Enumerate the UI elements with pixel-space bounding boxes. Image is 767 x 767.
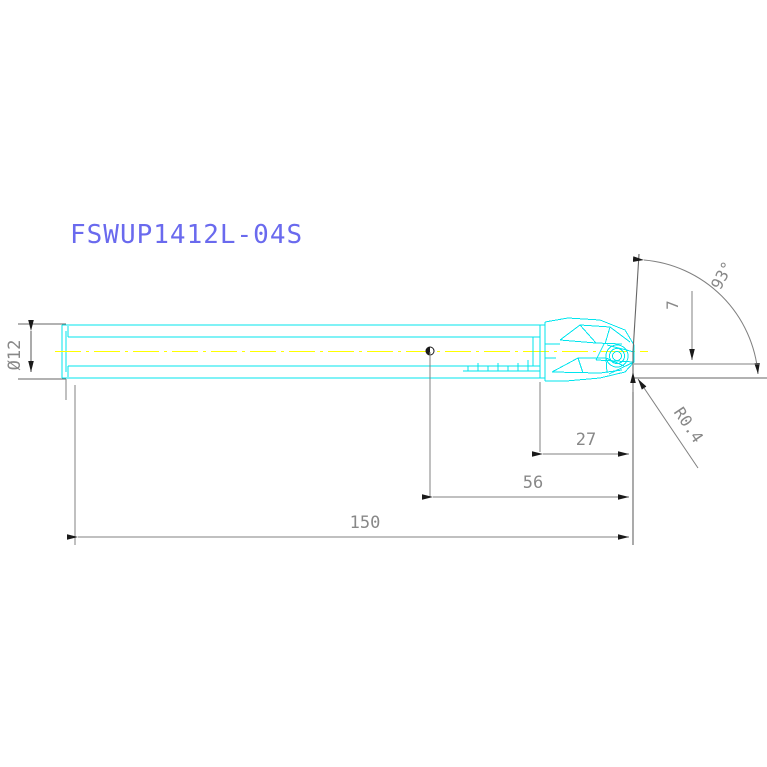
- dimension-56-text: 56: [523, 473, 543, 493]
- dimension-150-text: 150: [350, 513, 381, 533]
- dimension-7: 7: [634, 291, 760, 365]
- radius-r04-text: R0.4: [670, 404, 707, 447]
- dimension-r04: R0.4: [637, 378, 707, 469]
- dimension-150: 150: [67, 513, 629, 540]
- head-transition: [532, 322, 546, 381]
- tool-shank-outline: [61, 324, 545, 379]
- dimension-56: 56: [422, 473, 629, 500]
- diameter-dimension-text: Ø12: [5, 340, 25, 371]
- dimension-7-text: 7: [663, 300, 682, 310]
- dimension-27: 27: [532, 430, 629, 457]
- graduation-scale: [463, 360, 540, 372]
- part-number-title: FSWUP1412L-04S: [70, 220, 303, 250]
- dimension-angle-93: 93°: [632, 253, 767, 379]
- dimension-shank-diameter: Ø12: [5, 320, 67, 400]
- insert-clamp-screw: [605, 344, 629, 368]
- dimension-27-text: 27: [576, 430, 596, 450]
